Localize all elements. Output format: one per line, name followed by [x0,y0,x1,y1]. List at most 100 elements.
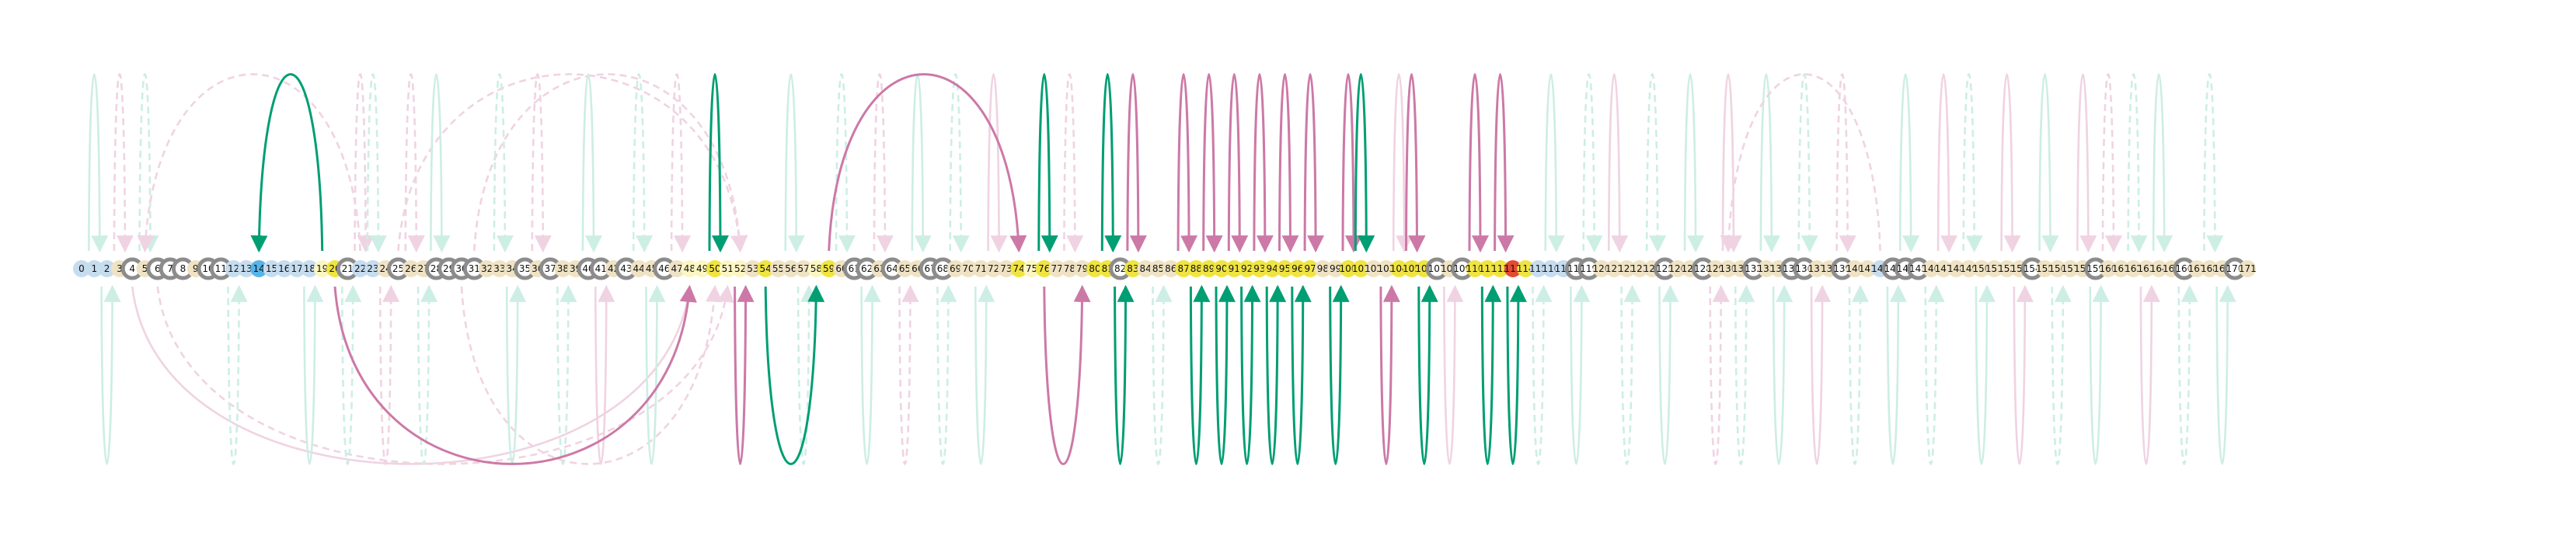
node-89: 89 [1200,260,1218,277]
node-48: 48 [681,260,699,277]
arc-below-21-21 [341,284,362,465]
node-22: 22 [351,260,369,277]
node-85: 85 [1149,260,1167,277]
node-circle [1213,260,1230,277]
node-circle [744,260,762,277]
arc-above-31-52 [473,73,748,253]
node-91: 91 [1225,260,1243,277]
node-label: 0 [78,263,85,274]
arc-below-12-12 [227,284,248,465]
node-93: 93 [1250,260,1268,277]
node-circle [2201,260,2219,277]
arc-above-81-81 [1100,73,1122,253]
node-54: 54 [757,260,775,277]
node-113: 113 [1504,260,1522,277]
node-circle [2150,260,2168,277]
node-148: 148 [1947,260,1965,277]
node-circle [1859,260,1877,277]
node-109: 109 [1451,257,1474,280]
node-label: 156 [2048,263,2066,274]
arc-below-45-45 [645,284,666,465]
arc-above-3-3 [113,73,134,253]
node-50: 50 [706,260,723,277]
node-label: 89 [1203,263,1215,274]
node-label: 11 [215,263,227,274]
arc-above-136-136 [1797,73,1818,253]
node-105: 105 [1403,260,1420,277]
node-23: 23 [364,260,382,277]
node-97: 97 [1302,260,1319,277]
node-88: 88 [1187,260,1205,277]
node-circle [693,260,711,277]
node-label: 21 [342,263,354,274]
node-59: 59 [820,260,838,277]
node-86: 86 [1162,260,1180,277]
node-label: 152 [1998,263,2016,274]
node-circle [1504,260,1522,277]
arc-above-104-104 [1392,73,1413,253]
node-label: 59 [823,263,835,274]
node-label: 14 [253,263,265,274]
node-label: 97 [1304,263,1316,274]
node-label: 55 [772,263,784,274]
node-circle [946,260,964,277]
arc-above-110-110 [1468,73,1489,253]
node-label: 155 [2036,263,2054,274]
node-label: 122 [1618,263,1636,274]
node-label: 93 [1253,263,1265,274]
node-circle [1086,260,1103,277]
arc-below-166-166 [2177,284,2198,465]
node-label: 76 [1038,263,1050,274]
node-16: 16 [275,260,293,277]
node-84: 84 [1137,260,1155,277]
node-circle [1048,260,1066,277]
arc-above-72-72 [987,73,1008,253]
arc-below-134-134 [1772,284,1793,465]
arc-above-93-93 [1253,73,1274,253]
node-label: 150 [1973,263,1991,274]
node-circle [1238,260,1256,277]
node-49: 49 [693,260,711,277]
node-label: 2 [104,263,110,274]
node-label: 114 [1517,263,1535,274]
node-circle [2239,260,2257,277]
arc-above-91-91 [1227,73,1249,253]
node-circle [985,260,1002,277]
node-107: 107 [1425,257,1448,280]
node-14: 14 [250,260,268,277]
arc-above-59-74 [828,73,1027,253]
node-132: 132 [1742,257,1766,280]
node-label: 22 [354,263,366,274]
arc-above-23-23 [366,73,387,253]
node-label: 4 [129,263,135,274]
node-circle [98,260,116,277]
node-label: 31 [469,263,480,274]
node-label: 102 [1365,263,1382,274]
node-circle [1314,260,1332,277]
node-circle [972,260,990,277]
node-80: 80 [1086,260,1103,277]
node-37: 37 [539,257,562,280]
node-circle [1998,260,2016,277]
node-label: 74 [1013,263,1025,274]
node-label: 157 [2062,263,2079,274]
arc-below-34-34 [505,284,527,465]
node-label: 49 [696,263,708,274]
node-circle [490,260,508,277]
node-label: 125 [1656,263,1674,274]
node-circle [1326,260,1344,277]
arc-above-26-26 [404,73,425,253]
arc-below-30-50 [460,284,723,465]
node-circle [1073,260,1091,277]
node-circle [1973,260,1990,277]
node-circle [2062,260,2079,277]
node-label: 146 [1922,263,1940,274]
arc-above-158-158 [2076,73,2097,253]
node-label: 99 [1330,263,1341,274]
node-149: 149 [1960,260,1978,277]
node-circle [554,260,572,277]
arc-below-111-111 [1480,284,1502,465]
node-111: 111 [1479,260,1497,277]
node-110: 110 [1466,260,1483,277]
